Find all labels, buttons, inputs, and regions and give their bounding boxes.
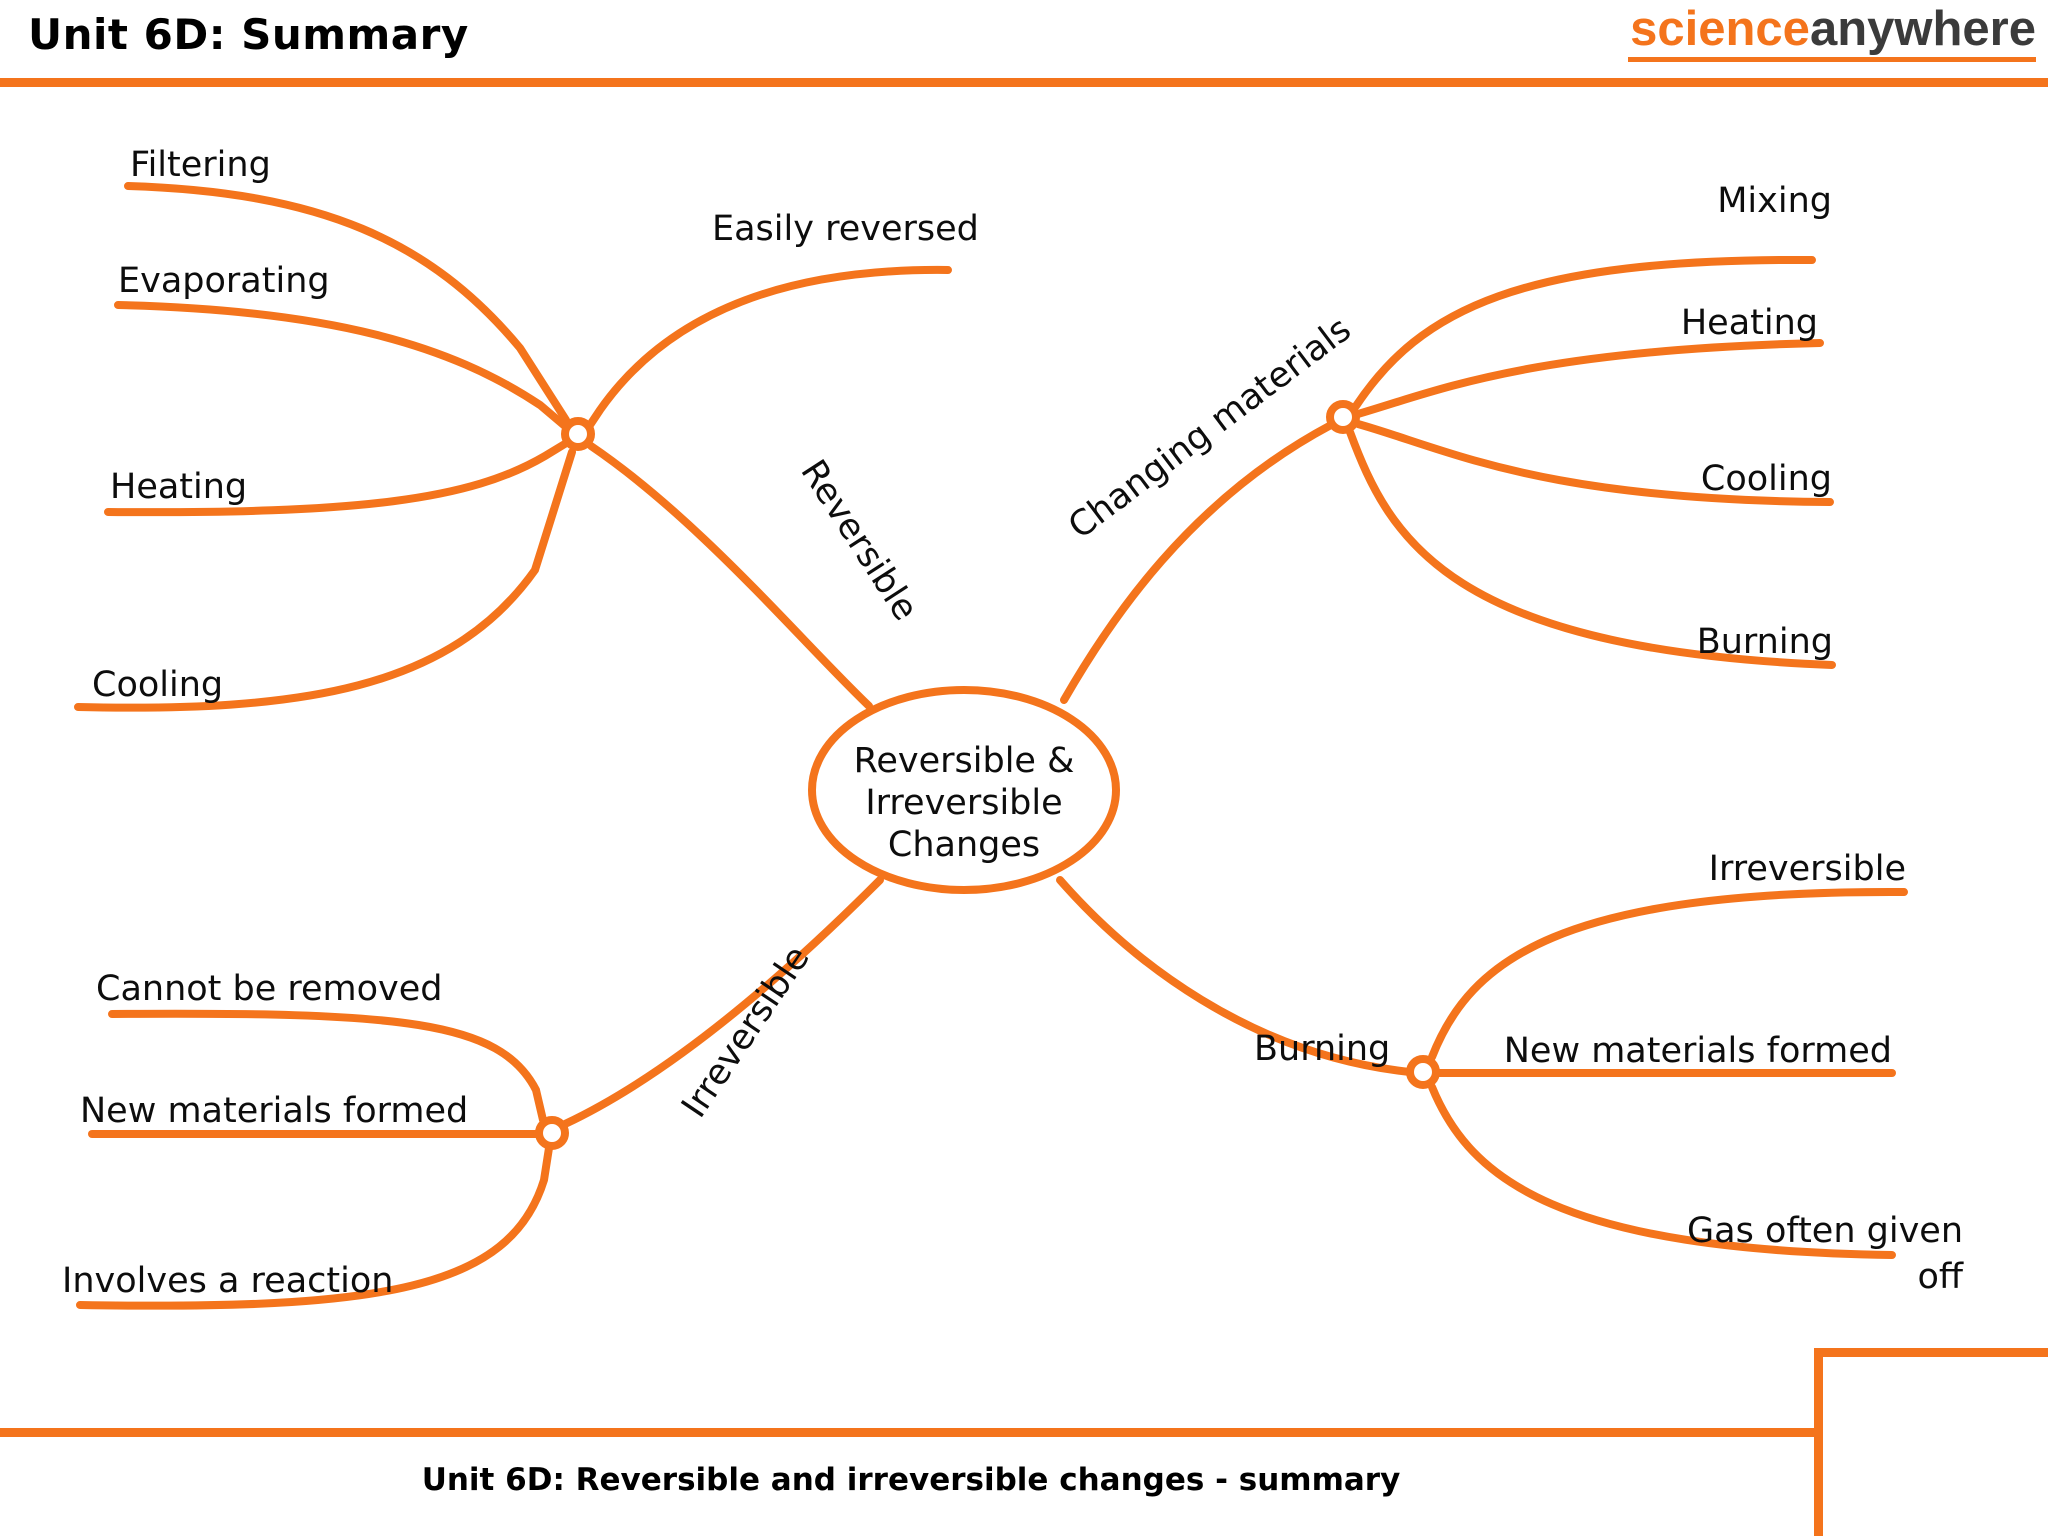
sub-branch-cooling-right-path xyxy=(1354,420,1834,506)
label-cooling-right: Cooling xyxy=(1701,459,1832,499)
label-filtering: Filtering xyxy=(130,145,271,185)
footer-divider-rule xyxy=(0,1428,1822,1437)
sub-branch-burning-right-path xyxy=(1346,428,1836,669)
sub-branch-evaporating-path xyxy=(114,301,570,431)
label-new-materials-formed-right: New materials formed xyxy=(1504,1031,1892,1071)
logo-anywhere-text: anywhere xyxy=(1809,2,2036,56)
label-cooling-left: Cooling xyxy=(92,665,223,705)
label-heating-right: Heating xyxy=(1681,303,1818,343)
label-evaporating: Evaporating xyxy=(118,261,330,301)
label-heating-left: Heating xyxy=(110,467,247,507)
label-involves-a-reaction: Involves a reaction xyxy=(62,1261,393,1301)
logo-underline xyxy=(1628,57,2036,62)
sub-branch-heating-right-path xyxy=(1354,339,1824,418)
sub-branch-easily-reversed-path xyxy=(584,265,952,432)
sub-branch-mixing-path xyxy=(1352,255,1816,410)
sub-branch-cannot-be-removed-path xyxy=(108,1009,547,1124)
junction-node-reversible xyxy=(561,417,595,451)
main-branch-changing-materials-path xyxy=(1060,421,1335,704)
junction-node-changing-materials xyxy=(1326,400,1360,434)
junction-node-irreversible xyxy=(535,1116,569,1150)
header-divider-rule xyxy=(0,78,2048,87)
footer-corner-vertical-rule xyxy=(1814,1348,1823,1536)
main-branch-irreversible-path xyxy=(561,876,884,1128)
junction-node-burning xyxy=(1406,1055,1440,1089)
label-burning-right: Burning xyxy=(1697,622,1833,662)
page-header: Unit 6D: Summary scienceanywhere xyxy=(0,0,2048,92)
label-gas-often-given-off-line2: off xyxy=(1917,1257,1963,1297)
sub-branch-gas-given-off-path xyxy=(1428,1083,1896,1259)
label-new-materials-formed-left: New materials formed xyxy=(80,1091,468,1131)
central-node-line3: Changes xyxy=(888,825,1040,865)
label-irreversible-right: Irreversible xyxy=(1709,849,1906,889)
footer-caption: Unit 6D: Reversible and irreversible cha… xyxy=(421,1462,1401,1498)
sub-branch-cooling-left-path xyxy=(74,448,576,712)
sub-branch-involves-a-reaction-path xyxy=(76,1144,553,1310)
label-branch-burning: Burning xyxy=(1254,1029,1390,1069)
sciencanywhere-logo: scienceanywhere xyxy=(1628,2,2036,68)
label-mixing: Mixing xyxy=(1717,181,1832,221)
logo-wordmark: scienceanywhere xyxy=(1630,2,2036,56)
page-title: Unit 6D: Summary xyxy=(28,10,469,59)
label-branch-reversible: Reversible xyxy=(792,453,925,628)
label-gas-often-given: Gas often given xyxy=(1687,1211,1963,1251)
label-cannot-be-removed: Cannot be removed xyxy=(96,969,443,1009)
sub-branch-irreversible-right-path xyxy=(1428,887,1908,1061)
footer-corner-horizontal-rule xyxy=(1814,1348,2048,1357)
sub-branch-heating-left-path xyxy=(104,438,572,517)
central-node-line2: Irreversible xyxy=(865,783,1062,823)
logo-science-text: science xyxy=(1630,2,1810,56)
central-node-line1: Reversible & xyxy=(854,741,1075,781)
main-branch-burning-path xyxy=(1056,876,1414,1076)
sub-branch-filtering-path xyxy=(124,182,570,424)
label-easily-reversed: Easily reversed xyxy=(712,209,979,249)
label-branch-irreversible: Irreversible xyxy=(674,939,818,1125)
central-node-ellipse xyxy=(808,686,1120,894)
main-branch-reversible-path xyxy=(587,442,873,710)
